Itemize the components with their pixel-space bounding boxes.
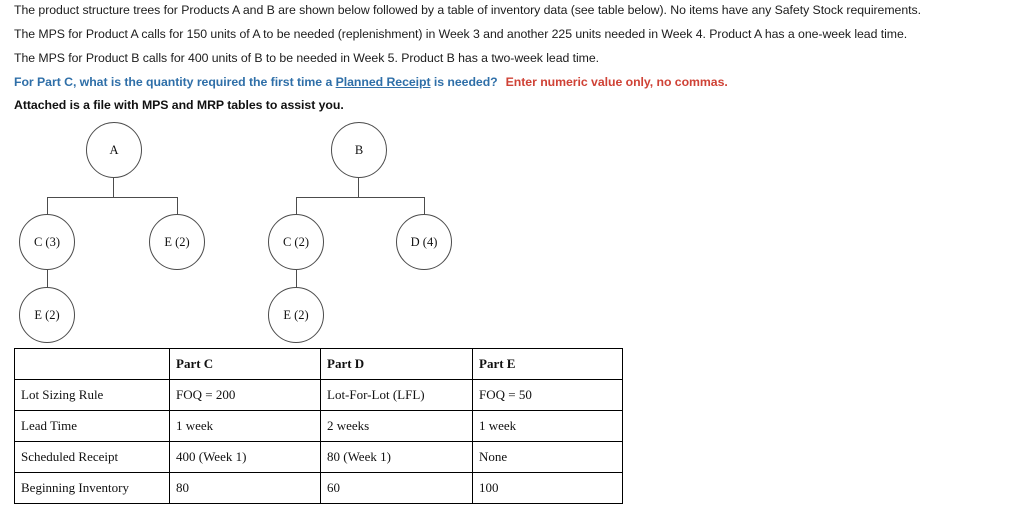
tree-b-left-drop [296,197,297,215]
mps-product-b-paragraph: The MPS for Product B calls for 400 unit… [14,51,600,65]
table-row: Lead Time 1 week 2 weeks 1 week [14,410,623,442]
tree-b-node-c: C (2) [268,214,324,270]
cell-scheduled-receipt-part-e: None [472,441,623,473]
tree-a-root-stem [113,178,114,197]
cell-beginning-inventory-part-c: 80 [169,472,321,504]
tree-b-node-root: B [331,122,387,178]
table-header-blank [14,348,170,380]
cell-lead-time-part-d: 2 weeks [320,410,473,442]
tree-a-left-drop [47,197,48,215]
attachment-note: Attached is a file with MPS and MRP tabl… [14,98,344,112]
table-row: Lot Sizing Rule FOQ = 200 Lot-For-Lot (L… [14,379,623,411]
row-label-beginning-inventory: Beginning Inventory [14,472,170,504]
question-text-after: is needed? [430,75,498,89]
tree-b-root-stem [358,178,359,197]
tree-a-horizontal-connector [47,197,178,198]
table-header-part-d: Part D [320,348,473,380]
cell-lot-sizing-rule-part-e: FOQ = 50 [472,379,623,411]
table-row: Beginning Inventory 80 60 100 [14,472,623,504]
cell-lot-sizing-rule-part-c: FOQ = 200 [169,379,321,411]
table-header-part-e: Part E [472,348,623,380]
row-label-lead-time: Lead Time [14,410,170,442]
cell-lead-time-part-c: 1 week [169,410,321,442]
tree-a-right-drop [177,197,178,215]
table-header-row: Part C Part D Part E [14,348,623,380]
planned-receipt-link[interactable]: Planned Receipt [335,75,431,89]
tree-a-node-root: A [86,122,142,178]
question-text-before: For Part C, what is the quantity require… [14,75,336,89]
tree-a-c-to-e-connector [47,270,48,288]
tree-b-horizontal-connector [296,197,425,198]
product-structure-trees: A C (3) E (2) E (2) B C (2) D (4) E (2) [0,115,600,350]
cell-scheduled-receipt-part-c: 400 (Week 1) [169,441,321,473]
table-header-part-c: Part C [169,348,321,380]
question-paragraph: For Part C, what is the quantity require… [14,74,1014,91]
cell-lead-time-part-e: 1 week [472,410,623,442]
tree-a-node-e: E (2) [149,214,205,270]
tree-a-node-c: C (3) [19,214,75,270]
tree-b-right-drop [424,197,425,215]
tree-b-c-to-e-connector [296,270,297,288]
cell-scheduled-receipt-part-d: 80 (Week 1) [320,441,473,473]
mps-product-a-paragraph: The MPS for Product A calls for 150 unit… [14,27,908,41]
row-label-lot-sizing-rule: Lot Sizing Rule [14,379,170,411]
inventory-data-table: Part C Part D Part E Lot Sizing Rule FOQ… [14,348,623,504]
intro-paragraph: The product structure trees for Products… [14,3,921,17]
problem-statement: The product structure trees for Products… [14,2,1014,114]
tree-b-node-d: D (4) [396,214,452,270]
input-format-warning: Enter numeric value only, no commas. [505,75,728,89]
row-label-scheduled-receipt: Scheduled Receipt [14,441,170,473]
tree-a-node-e-leaf: E (2) [19,287,75,343]
tree-b-node-e-leaf: E (2) [268,287,324,343]
cell-beginning-inventory-part-e: 100 [472,472,623,504]
cell-beginning-inventory-part-d: 60 [320,472,473,504]
cell-lot-sizing-rule-part-d: Lot-For-Lot (LFL) [320,379,473,411]
table-row: Scheduled Receipt 400 (Week 1) 80 (Week … [14,441,623,473]
